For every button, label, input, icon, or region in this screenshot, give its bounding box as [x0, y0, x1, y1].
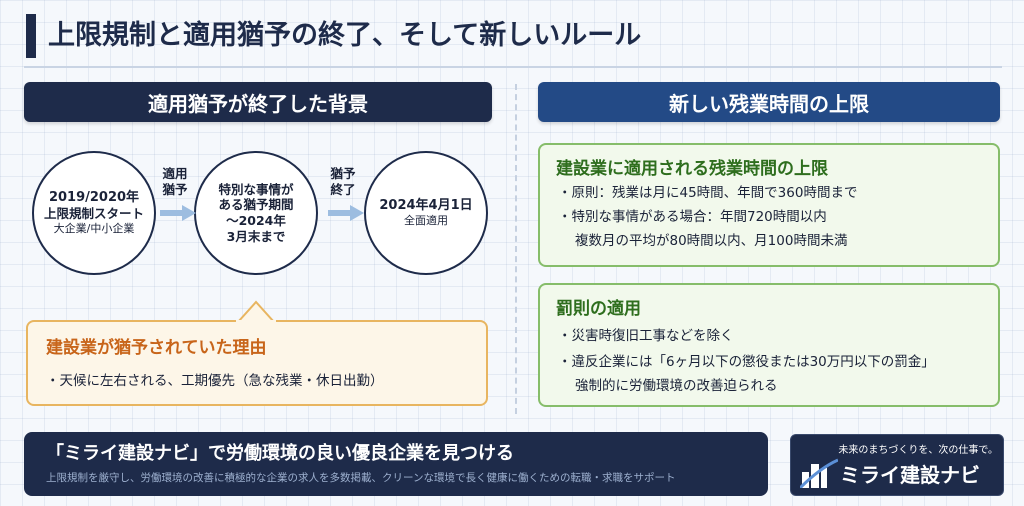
timeline-circle-2024: 2024年4月1日 全面適用: [364, 151, 488, 275]
title-divider: [24, 66, 1002, 68]
overtime-rule-principle: ・原則：残業は月に45時間、年間で360時間まで: [558, 185, 858, 201]
reason-title: 建設業が猶予されていた理由: [46, 338, 267, 358]
right-arrow-icon: [160, 205, 196, 221]
arrow-1-label: 適用 猶予: [158, 166, 192, 198]
overtime-rule-special: ・特別な事情がある場合：年間720時間以内: [558, 209, 827, 225]
penalty-exception: ・災害時復旧工事などを除く: [558, 328, 734, 344]
overtime-limit-title: 建設業に適用される残業時間の上限: [556, 159, 828, 179]
timeline-circle-grace-period: 特別な事情が ある猶予期間 〜2024年 3月末まで: [194, 151, 318, 275]
arrow-2-label-line2: 終了: [330, 182, 356, 197]
timeline-1-line1: 2019/2020年: [48, 190, 140, 206]
page-title: 上限規制と適用猶予の終了、そして新しいルール: [48, 20, 642, 51]
arrow-1-label-line1: 適用: [162, 166, 188, 181]
arrow-1-label-line2: 猶予: [162, 182, 188, 197]
penalty-title: 罰則の適用: [556, 299, 641, 319]
right-arrow-icon: [328, 205, 364, 221]
left-section-header: 適用猶予が終了した背景: [24, 82, 492, 122]
bottom-banner: [24, 432, 768, 496]
banner-subtext: 上限規制を厳守し、労働環境の改善に積極的な企業の求人を多数掲載、クリーンな環境で…: [46, 472, 676, 484]
logo-tagline: 未来のまちづくりを、次の仕事で。: [838, 445, 998, 456]
penalty-box: [538, 283, 1000, 407]
timeline-2-line3: 〜2024年: [226, 213, 286, 228]
timeline-3-line2: 全面適用: [404, 214, 448, 228]
timeline-1-line2: 上限規制スタート: [43, 206, 144, 222]
timeline-2-line1: 特別な事情が: [218, 181, 294, 197]
banner-headline: 「ミライ建設ナビ」で労働環境の良い優良企業を見つける: [46, 443, 514, 464]
penalty-consequence: 強制的に労働環境の改善迫られる: [575, 378, 778, 394]
reason-text: ・天候に左右される、工期優先（急な残業・休日出勤）: [46, 373, 384, 389]
timeline-2-line2: ある猶予期間: [218, 197, 294, 213]
penalty-fine: ・違反企業には「6ヶ月以下の懲役または30万円以下の罰金」: [558, 354, 935, 370]
column-divider: [515, 84, 517, 414]
arrow-2-label-line1: 猶予: [330, 166, 356, 181]
overtime-rule-average: 複数月の平均が80時間以内、月100時間未満: [575, 233, 848, 249]
logo-name: ミライ建設ナビ: [840, 463, 980, 487]
timeline-3-line1: 2024年4月1日: [379, 198, 473, 213]
city-buildings-icon: [798, 458, 839, 490]
timeline-circle-2019: 2019/2020年 上限規制スタート 大企業/中小企業: [32, 151, 156, 275]
arrow-2-label: 猶予 終了: [326, 166, 360, 198]
overtime-limit-box: [538, 143, 1000, 267]
timeline-1-line3: 大企業/中小企業: [53, 222, 135, 236]
right-section-header: 新しい残業時間の上限: [538, 82, 1000, 122]
title-accent-bar: [26, 14, 36, 58]
timeline-2-line4: 3月末まで: [226, 228, 286, 244]
callout-pointer: [235, 300, 277, 324]
